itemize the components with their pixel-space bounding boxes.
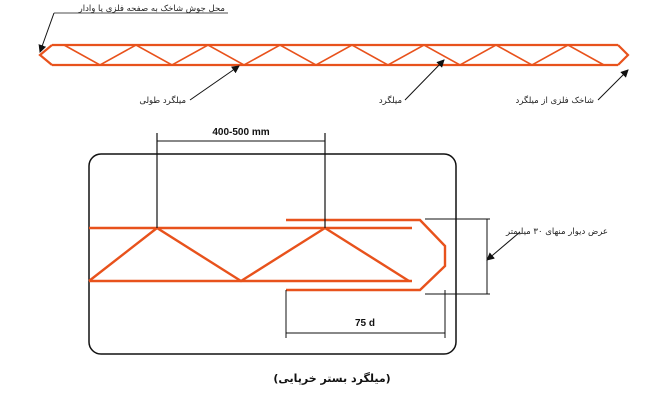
wall-width-leader: [486, 231, 521, 261]
spacing-dimension-label: 400-500 mm: [212, 127, 269, 138]
bottom-truss-zigzag: [88, 226, 410, 283]
rebar-label: میلگرد: [379, 95, 402, 106]
top-truss-right-end: [617, 44, 630, 66]
rebar-branch-label: شاخک فلزی از میلگرد: [516, 95, 594, 106]
wall-outline: [88, 153, 457, 355]
longitudinal-rebar-label: میلگرد طولی: [139, 95, 186, 106]
bottom-truss: [88, 218, 447, 292]
weld-point-leader: [38, 12, 55, 53]
rebar-branch-leader: [597, 69, 629, 101]
bottom-truss-end-hook: [286, 218, 447, 292]
weld-point-label: محل جوش شاخک به صفحه فلزی یا وادار: [78, 4, 225, 14]
figure-caption: (میلگرد بستر خرپایی): [273, 372, 390, 385]
overlap-dimension-label: 75 d: [355, 318, 375, 329]
rebar-leader: [404, 59, 445, 101]
top-truss-left-end: [38, 44, 53, 66]
top-truss-zigzag: [63, 44, 605, 66]
longitudinal-rebar-leader: [189, 65, 240, 101]
top-truss: [38, 43, 630, 67]
wall-width-label: عرض دیوار منهای ۳۰ میلیمتر: [505, 227, 608, 237]
